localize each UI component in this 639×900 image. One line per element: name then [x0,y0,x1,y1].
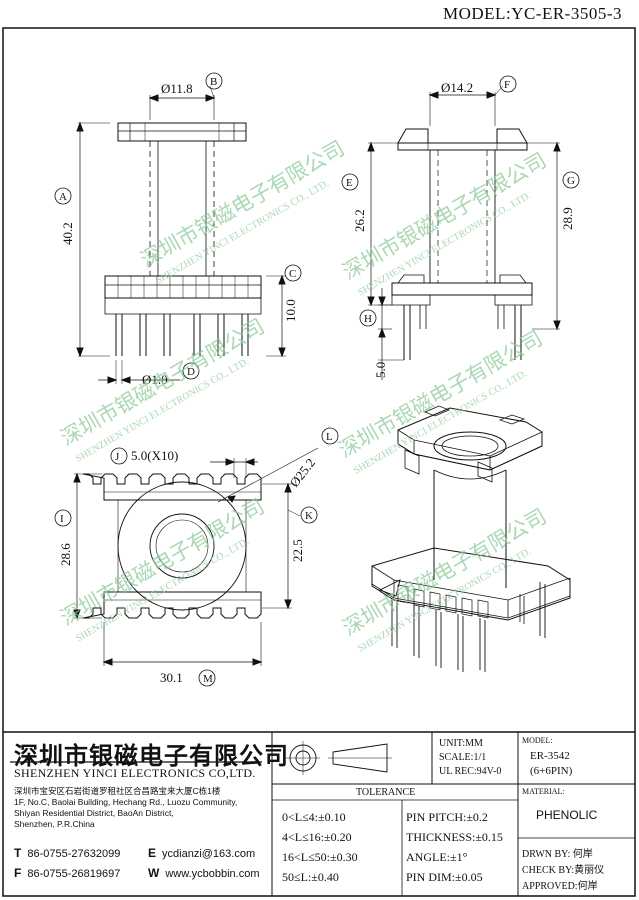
model-box-label: MODEL: [522,736,553,745]
side-view [367,85,561,380]
dim-J-marker [110,447,128,465]
tolerance-left-3: 50≤L:±0.40 [282,870,339,884]
unit-label: UNIT:MM [439,738,483,749]
dim-M-letter: M [203,673,213,685]
tolerance-left-1: 4<L≤16:±0.20 [282,830,352,844]
dim-K-value: 22.5 [290,539,305,562]
dim-I-marker [54,509,72,527]
company-address: 深圳市宝安区石岩街道罗租社区合昌路宝来大厦C栋1楼 1F, No.C, Baol… [14,786,237,830]
isometric-view [371,405,571,672]
dim-G-value: 28.9 [560,207,575,230]
material-value: PHENOLIC [536,808,598,822]
plan-view [73,447,319,666]
projection-symbol-icon [286,741,392,775]
side-left-ear [397,128,429,144]
dim-B-letter: B [210,76,217,88]
watermark-cn-1: 深圳市银磁电子有限公司 [137,136,349,272]
front-top-flange [117,122,247,142]
dim-I-value: 28.6 [58,543,73,566]
address-line: 深圳市宝安区石岩街道罗租社区合昌路宝来大厦C栋1楼 [14,786,221,796]
dim-E-value: 26.2 [352,209,367,232]
model-box-value: ER-3542 [530,750,570,762]
check-by: CHECK BY:黄丽仪 [522,865,605,876]
dim-C-letter: C [289,268,296,280]
plan-bottom-comb [82,591,262,619]
email-value: ycdianzi@163.com [162,848,256,860]
material-label: MATERIAL: [522,787,565,796]
dim-K-letter: K [305,510,313,522]
tolerance-right-1: THICKNESS:±0.15 [406,830,503,844]
dim-D-value: Ø1.0 [142,372,168,387]
web-value: www.ycbobbin.com [165,868,260,880]
plan-inner-circle [149,513,215,579]
title-block-lines [3,731,635,896]
dim-A-value: 40.2 [60,222,75,245]
side-right-ear [496,128,528,144]
tolerance-right-3: PIN DIM:±0.05 [406,870,483,884]
fax-key: F [14,866,22,880]
tolerance-left-2: 16<L≤50:±0.30 [282,850,358,864]
address-line: Shenzhen, P.R.China [14,819,95,829]
contact-fax: F 86-0755-26819697 [14,866,120,880]
company-name-en: SHENZHEN YINCI ELECTRONICS CO,LTD. [14,766,256,780]
tolerance-left-0: 0<L≤4:±0.10 [282,810,346,824]
dim-D-letter: D [187,366,195,378]
web-key: W [148,866,160,880]
dim-D-marker [182,362,200,380]
dim-A-marker [54,187,72,205]
dim-L-letter: L [326,431,333,443]
dim-F-value: Ø14.2 [441,80,473,95]
watermark-cn-4: 深圳市银磁电子有限公司 [335,326,547,462]
dim-H-value: 5.0 [373,362,388,378]
dim-B-value: Ø11.8 [161,81,193,96]
tolerance-title: TOLERANCE [356,787,416,798]
scale-label: SCALE:1/1 [439,752,487,763]
dim-I-letter: I [60,513,64,525]
dim-A-letter: A [59,191,67,203]
email-key: E [148,846,157,860]
approved-by: APPROVED:何岸 [522,881,598,892]
model-box-pins: (6+6PIN) [530,765,573,777]
dim-K-marker [300,506,318,524]
plan-top-comb [82,473,262,501]
dim-M-value: 30.1 [160,670,183,685]
dim-G-letter: G [567,175,575,187]
model-title: MODEL:YC-ER-3505-3 [443,4,622,23]
dim-J-value: 5.0(X10) [131,448,178,463]
address-line: 1F, No.C, Baolai Building, Hechang Rd., … [14,797,238,807]
dim-F-letter: F [504,79,510,91]
dim-M-marker [198,669,216,687]
dim-B-marker [205,72,223,90]
watermark-group: 深圳市银磁电子有限公司 SHENZHEN YINCI ELECTRONICS C… [57,136,551,655]
dim-J-letter: J [115,451,120,463]
company-name-cn: 深圳市银磁电子有限公司 [14,742,289,770]
dim-L-value: Ø25.2 [287,455,319,490]
contact-tel: T 86-0755-27632099 [14,846,120,860]
address-line: Shiyan Residential District, BaoAn Distr… [14,808,174,818]
drawn-by: DRWN BY: 何岸 [522,849,593,860]
dim-H-marker [359,309,377,327]
dim-C-value: 10.0 [283,299,298,322]
dim-E-letter: E [346,177,353,189]
watermark-cn-2: 深圳市银磁电子有限公司 [339,148,551,284]
dim-G-marker [562,171,580,189]
dim-F-marker [499,75,517,93]
fax-value: 86-0755-26819697 [27,868,121,880]
dim-E-marker [341,173,359,191]
tolerance-right-2: ANGLE:±1° [406,850,468,864]
dim-L-marker [321,427,339,445]
ul-label: UL REC:94V-0 [439,766,502,777]
dim-C-marker [284,264,302,282]
watermark-cn-3: 深圳市银磁电子有限公司 [57,314,269,450]
drawing-border [2,27,636,897]
tel-value: 86-0755-27632099 [27,848,121,860]
front-view [76,85,286,384]
tel-key: T [14,846,22,860]
dim-H-letter: H [364,313,372,325]
tolerance-right-0: PIN PITCH:±0.2 [406,810,488,824]
watermark-cn-6: 深圳市银磁电子有限公司 [339,504,551,640]
